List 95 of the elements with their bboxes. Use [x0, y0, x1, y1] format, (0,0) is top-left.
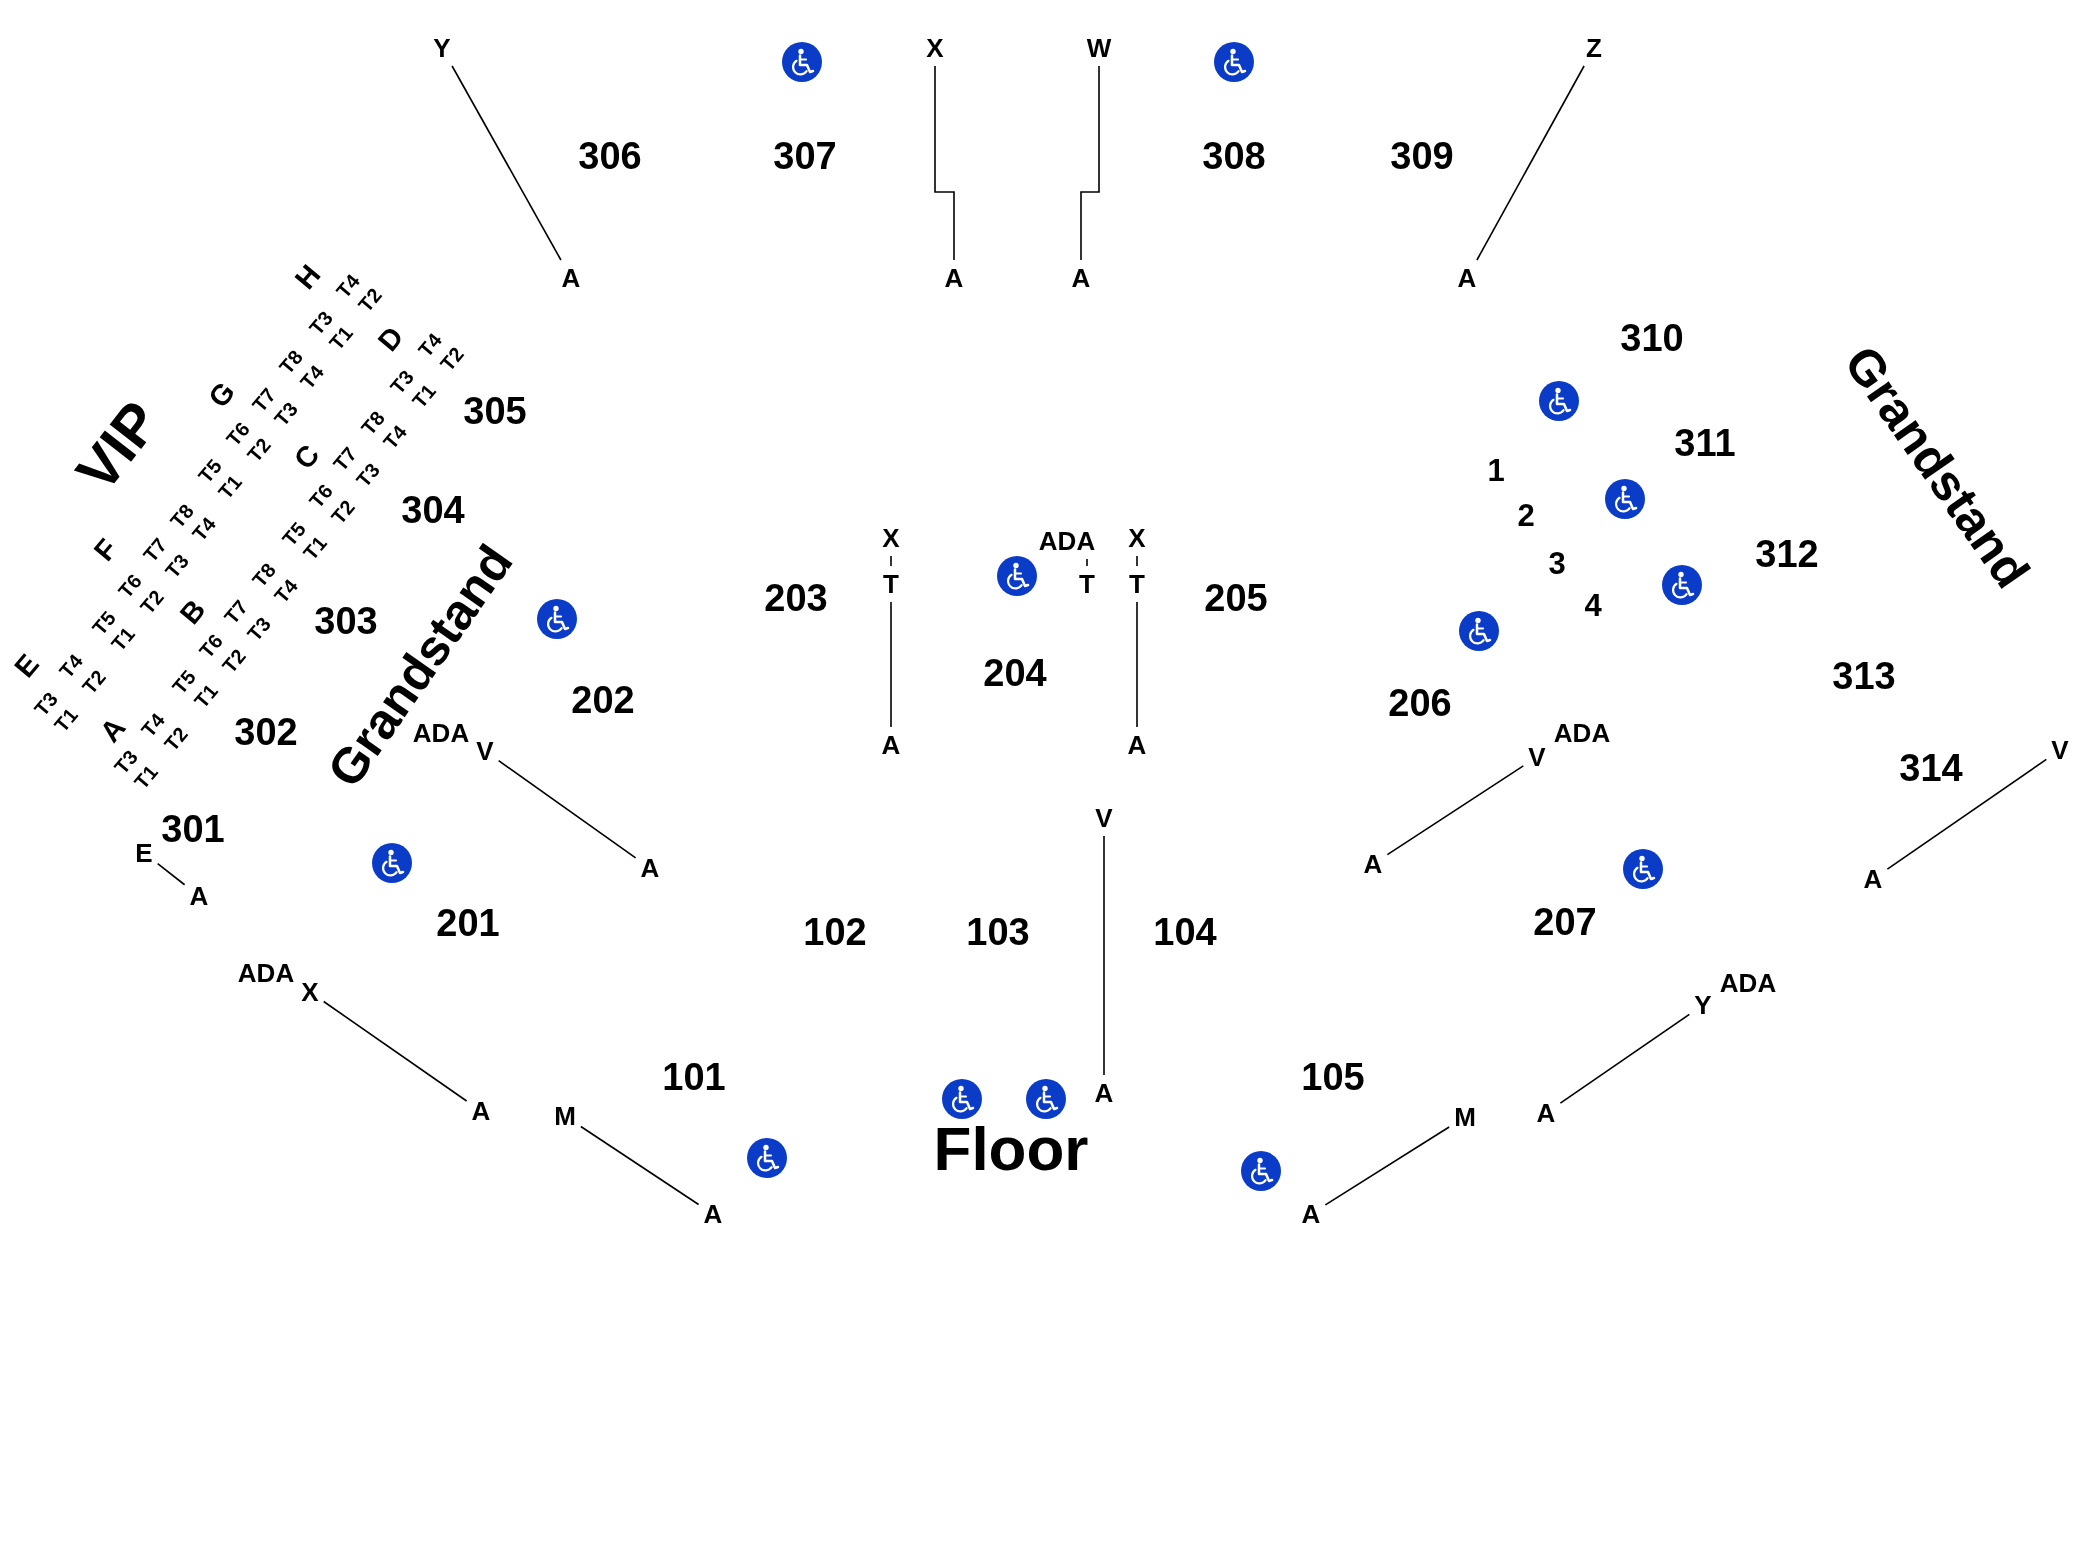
table-group-letter: F — [89, 533, 123, 567]
row-letter: X — [926, 35, 944, 61]
section-number: 308 — [1202, 137, 1266, 175]
row-range-line — [451, 65, 562, 261]
row-letter: A — [703, 1201, 723, 1227]
area-title: VIP — [66, 391, 170, 501]
row-range-line — [322, 1000, 468, 1102]
section-number: 311 — [1674, 424, 1736, 462]
section-number: 309 — [1390, 137, 1454, 175]
section-number: 105 — [1301, 1058, 1365, 1096]
table-group-letter: D — [373, 321, 409, 357]
section-number: 314 — [1899, 749, 1963, 787]
row-letter: Z — [1586, 35, 1602, 61]
table-group-letter: G — [203, 377, 241, 413]
row-letter: A — [189, 883, 209, 909]
row-letter: X — [301, 979, 319, 1005]
row-letter: X — [1128, 525, 1146, 551]
row-range-line — [1324, 1126, 1450, 1206]
table-group-letter: C — [289, 439, 325, 475]
ada-marker: ADA — [1553, 720, 1611, 746]
section-number: 313 — [1832, 657, 1896, 695]
section-number: 103 — [966, 913, 1030, 951]
table-group-letter: A — [95, 712, 131, 748]
table-number: T2 — [160, 723, 192, 755]
area-title: Floor — [933, 1118, 1089, 1180]
section-number: 304 — [401, 491, 465, 529]
row-letter: A — [1094, 1080, 1114, 1106]
row-letter: T — [1079, 571, 1095, 597]
row-letter: A — [1457, 265, 1477, 291]
row-letter: A — [1071, 265, 1091, 291]
row-letter: A — [640, 855, 660, 881]
section-number: 306 — [578, 137, 642, 175]
row-letter: E — [135, 840, 153, 866]
section-number: 203 — [764, 579, 828, 617]
row-letter: A — [561, 265, 581, 291]
section-number: 302 — [234, 713, 298, 751]
row-range-line — [1559, 1013, 1691, 1104]
row-range-line — [1476, 65, 1585, 261]
row-letter: X — [882, 525, 900, 551]
row-letter: A — [471, 1098, 491, 1124]
section-number: 301 — [161, 810, 225, 848]
row-number: 3 — [1548, 547, 1566, 579]
row-range-line — [890, 601, 892, 728]
section-number: 202 — [571, 681, 635, 719]
row-range-line — [497, 759, 637, 859]
row-letter: Y — [1694, 992, 1712, 1018]
row-letter: V — [1095, 805, 1113, 831]
row-letter: M — [1454, 1104, 1476, 1130]
section-number: 205 — [1204, 579, 1268, 617]
section-number: 312 — [1755, 535, 1819, 573]
row-letter: A — [944, 265, 964, 291]
table-group-letter: E — [9, 649, 45, 683]
row-letter: M — [554, 1103, 576, 1129]
row-range-line — [1080, 65, 1100, 261]
row-number: 1 — [1487, 454, 1505, 486]
row-range-line — [1386, 765, 1525, 856]
row-letter: W — [1086, 35, 1112, 61]
section-number: 104 — [1153, 913, 1217, 951]
table-number: T2 — [78, 666, 110, 698]
row-range-line — [1103, 835, 1105, 1076]
section-number: 207 — [1533, 903, 1597, 941]
section-number: 206 — [1388, 684, 1452, 722]
section-number: 101 — [662, 1058, 726, 1096]
row-range-line — [1136, 555, 1138, 567]
section-number: 102 — [803, 913, 867, 951]
row-letter: T — [1129, 571, 1145, 597]
table-group-letter: H — [290, 259, 326, 295]
row-letter: V — [2051, 737, 2069, 763]
ada-marker: ADA — [1719, 970, 1777, 996]
section-number: 305 — [463, 392, 527, 430]
row-range-line — [156, 862, 186, 886]
ada-marker: ADA — [237, 960, 295, 986]
row-range-line — [1886, 758, 2048, 870]
row-letter: A — [1127, 732, 1147, 758]
table-group-letter: B — [175, 594, 211, 630]
row-range-line — [1086, 558, 1088, 567]
row-letter: A — [1363, 851, 1383, 877]
row-number: 4 — [1584, 589, 1602, 621]
row-letter: Y — [433, 35, 451, 61]
row-range-line — [934, 65, 955, 261]
row-range-line — [890, 555, 892, 567]
section-number: 310 — [1620, 319, 1684, 357]
row-range-line — [580, 1125, 700, 1206]
row-letter: A — [1863, 866, 1883, 892]
row-letter: A — [1301, 1201, 1321, 1227]
section-number: 201 — [436, 904, 500, 942]
row-letter: ADA — [1038, 528, 1096, 554]
section-number: 307 — [773, 137, 837, 175]
row-letter: T — [883, 571, 899, 597]
section-number: 204 — [983, 654, 1047, 692]
row-letter: A — [1536, 1100, 1556, 1126]
row-range-line — [1136, 601, 1138, 728]
row-letter: V — [1528, 744, 1546, 770]
row-number: 2 — [1517, 499, 1535, 531]
row-letter: A — [881, 732, 901, 758]
